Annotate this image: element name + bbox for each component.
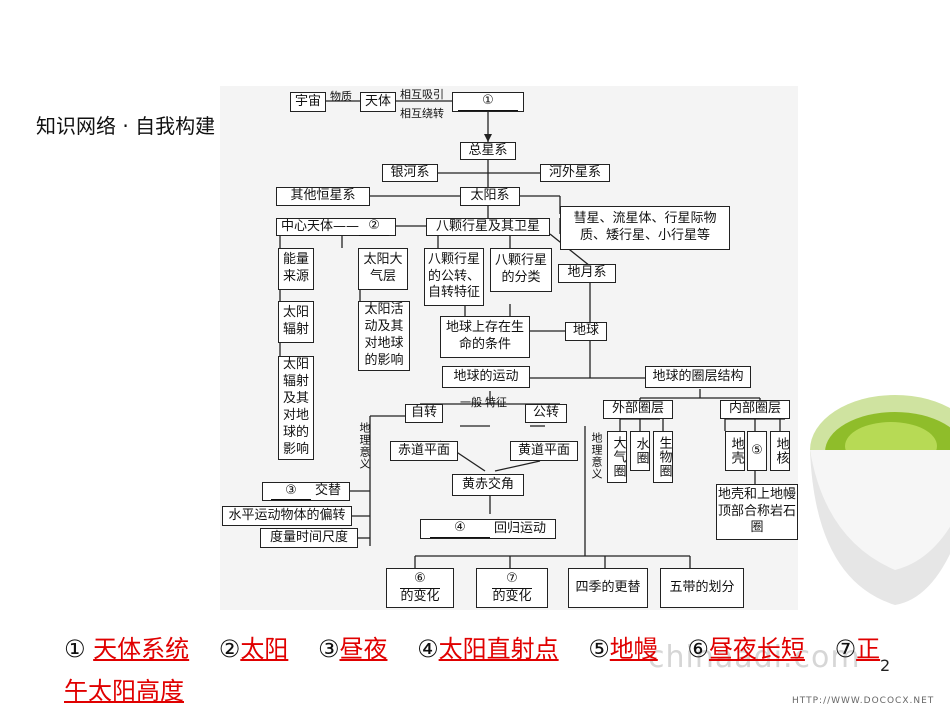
answer-item-4: ④太阳直射点 xyxy=(417,635,559,663)
edge-label-attract: 相互吸引 xyxy=(400,88,444,101)
node-earth-moon: 地月系 xyxy=(558,264,616,283)
node-earth-layers: 地球的圈层结构 xyxy=(645,366,751,388)
edge-label-matter: 物质 xyxy=(330,90,352,103)
node-solar-activity: 太阳活动及其对地球的影响 xyxy=(358,301,410,371)
node-solar-atmos: 太阳大气层 xyxy=(358,248,408,290)
edge-label-geo-meaning-2: 地理意义 xyxy=(590,432,603,480)
node-earth-motion: 地球的运动 xyxy=(442,366,530,388)
footer-url: HTTP://WWW.DOCOCX.NET xyxy=(792,696,935,706)
answer-item-7: ⑦正午太阳高度 xyxy=(64,635,881,705)
node-celestial: 天体 xyxy=(360,92,396,112)
node-universe: 宇宙 xyxy=(290,92,326,112)
answer-item-6: ⑥昼夜长短 xyxy=(687,635,805,663)
node-solar-system: 太阳系 xyxy=(460,187,520,206)
node-other-galaxy: 河外星系 xyxy=(540,164,610,182)
node-center-body: 中心天体——② xyxy=(276,218,396,236)
node-eight-planets: 八颗行星及其卫星 xyxy=(426,218,550,236)
node-seasons: 四季的更替 xyxy=(568,568,648,608)
node-life-cond: 地球上存在生命的条件 xyxy=(440,316,530,358)
node-planet-class: 八颗行星的分类 xyxy=(490,248,552,292)
node-five-zones: 五带的划分 xyxy=(660,568,744,608)
node-inner-layers: 内部圈层 xyxy=(720,400,790,419)
green-bowl-decoration xyxy=(810,395,950,605)
answer-key: ① 天体系统 ②太阳 ③昼夜 ④太阳直射点 ⑤地幔 ⑥昼夜长短 ⑦正午太阳高度 xyxy=(64,628,904,712)
node-outer-layers: 外部圈层 xyxy=(603,400,673,419)
node-core: 地核 xyxy=(770,431,790,471)
edge-label-feature: 特征 xyxy=(485,396,507,409)
knowledge-diagram: 宇宙 物质 天体 相互吸引 相互绕转 ① 总星系 银河系 河外星系 其他恒星系 … xyxy=(220,86,798,610)
node-deflection: 水平运动物体的偏转 xyxy=(222,506,352,526)
node-total-galaxy: 总星系 xyxy=(460,142,516,160)
node-equator-plane: 赤道平面 xyxy=(390,441,458,461)
node-revolution: 公转 xyxy=(525,404,567,423)
node-planet-motion: 八颗行星的公转、自转特征 xyxy=(424,248,484,306)
node-obliquity: 黄赤交角 xyxy=(452,474,524,496)
node-small-bodies: 彗星、流星体、行星际物质、矮行星、小行星等 xyxy=(560,206,730,250)
answer-item-1: ① 天体系统 xyxy=(64,635,190,663)
node-time-scale: 度量时间尺度 xyxy=(260,528,358,548)
node-biosphere: 生物圈 xyxy=(653,431,673,483)
node-lithosphere: 地壳和上地幔顶部合称岩石圈 xyxy=(716,484,798,540)
node-energy-source: 能量来源 xyxy=(278,248,314,290)
node-hydrosphere: 水圈 xyxy=(630,431,650,471)
node-crust: 地壳 xyxy=(725,431,745,471)
node-rotation: 自转 xyxy=(405,404,443,423)
watermark-text: chinaadi.com xyxy=(648,640,861,675)
node-blank5: ⑤ xyxy=(747,431,767,471)
edge-label-geo-meaning-1: 地理意义 xyxy=(358,422,371,470)
node-solar-radiation: 太阳辐射 xyxy=(278,301,314,343)
answer-item-2: ②太阳 xyxy=(218,635,289,663)
page-number: 2 xyxy=(880,656,891,675)
node-earth: 地球 xyxy=(565,322,607,341)
node-radiation-impact: 太阳辐射及其对地球的影响 xyxy=(278,356,314,460)
answer-item-5: ⑤地幔 xyxy=(588,635,658,663)
answer-item-3: ③昼夜 xyxy=(317,635,388,663)
node-blank1: ① xyxy=(452,92,524,112)
edge-label-general: 一般 xyxy=(460,396,482,409)
node-atmosphere: 大气圈 xyxy=(607,431,627,483)
page-title: 知识网络 · 自我构建 xyxy=(36,114,216,138)
edge-label-orbit: 相互绕转 xyxy=(400,107,444,120)
node-milky-way: 银河系 xyxy=(382,164,438,182)
node-other-stars: 其他恒星系 xyxy=(276,187,370,206)
node-ecliptic-plane: 黄道平面 xyxy=(510,441,578,461)
